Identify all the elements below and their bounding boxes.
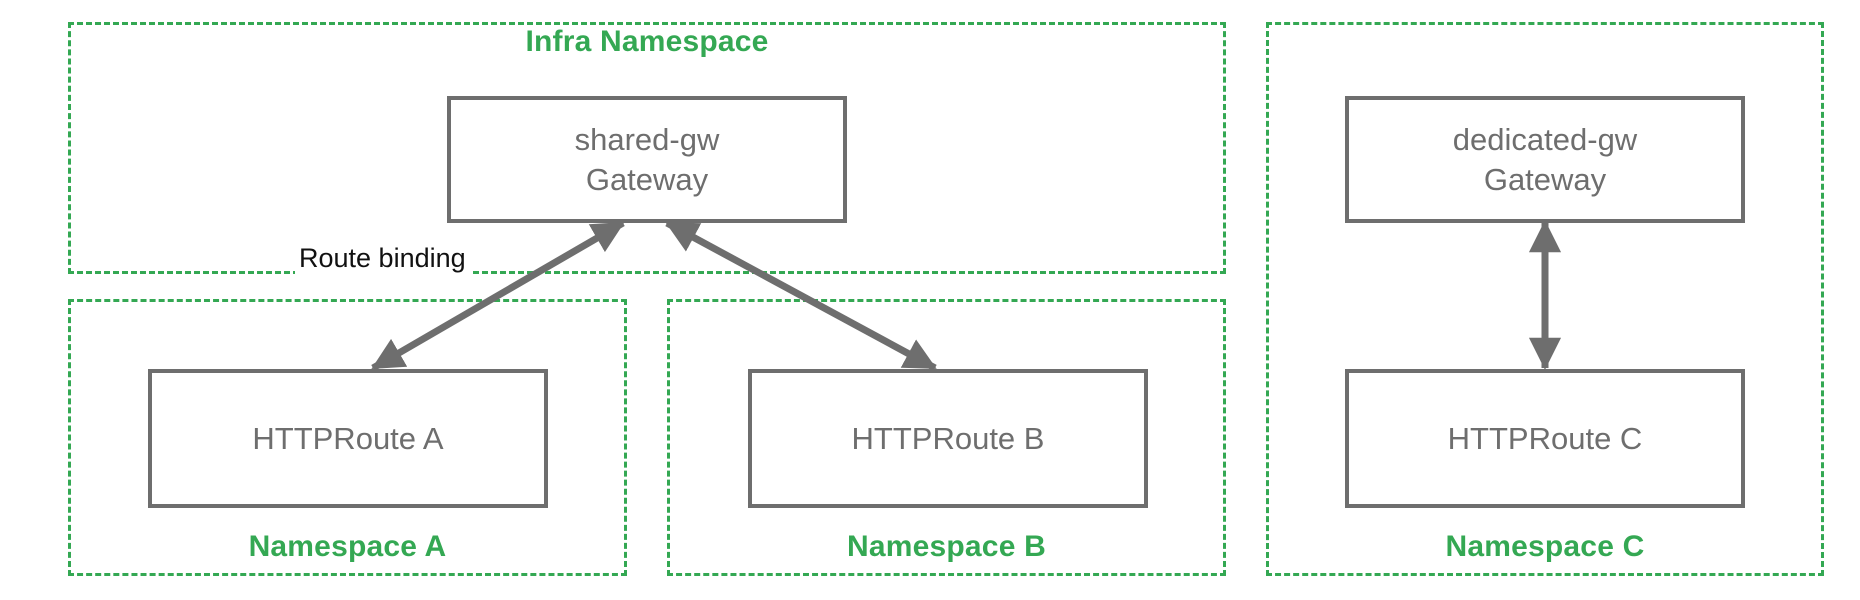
resource-box-httproute-a[interactable]: HTTPRoute A [148,369,548,508]
namespace-label-infra: Infra Namespace [525,25,769,58]
namespace-label-c: Namespace C [1445,530,1645,563]
resource-name-dedicated-gw: dedicated-gw [1452,121,1638,157]
namespace-container-b [667,299,1226,576]
resource-box-shared-gw[interactable]: shared-gw Gateway [447,96,847,223]
resource-name-httproute-b: HTTPRoute B [851,420,1045,456]
resource-kind-dedicated-gw: Gateway [1483,161,1607,197]
resource-name-shared-gw: shared-gw [574,121,720,157]
resource-kind-shared-gw: Gateway [585,161,709,197]
namespace-container-a [68,299,627,576]
edge-label-route-binding: Route binding [295,243,470,274]
namespace-label-a: Namespace A [248,530,447,563]
resource-box-httproute-c[interactable]: HTTPRoute C [1345,369,1745,508]
namespace-label-b: Namespace B [847,530,1046,563]
namespace-container-c [1266,22,1824,576]
resource-box-httproute-b[interactable]: HTTPRoute B [748,369,1148,508]
resource-box-dedicated-gw[interactable]: dedicated-gw Gateway [1345,96,1745,223]
namespace-container-infra [68,22,1226,274]
resource-name-httproute-a: HTTPRoute A [252,420,444,456]
resource-name-httproute-c: HTTPRoute C [1447,420,1643,456]
